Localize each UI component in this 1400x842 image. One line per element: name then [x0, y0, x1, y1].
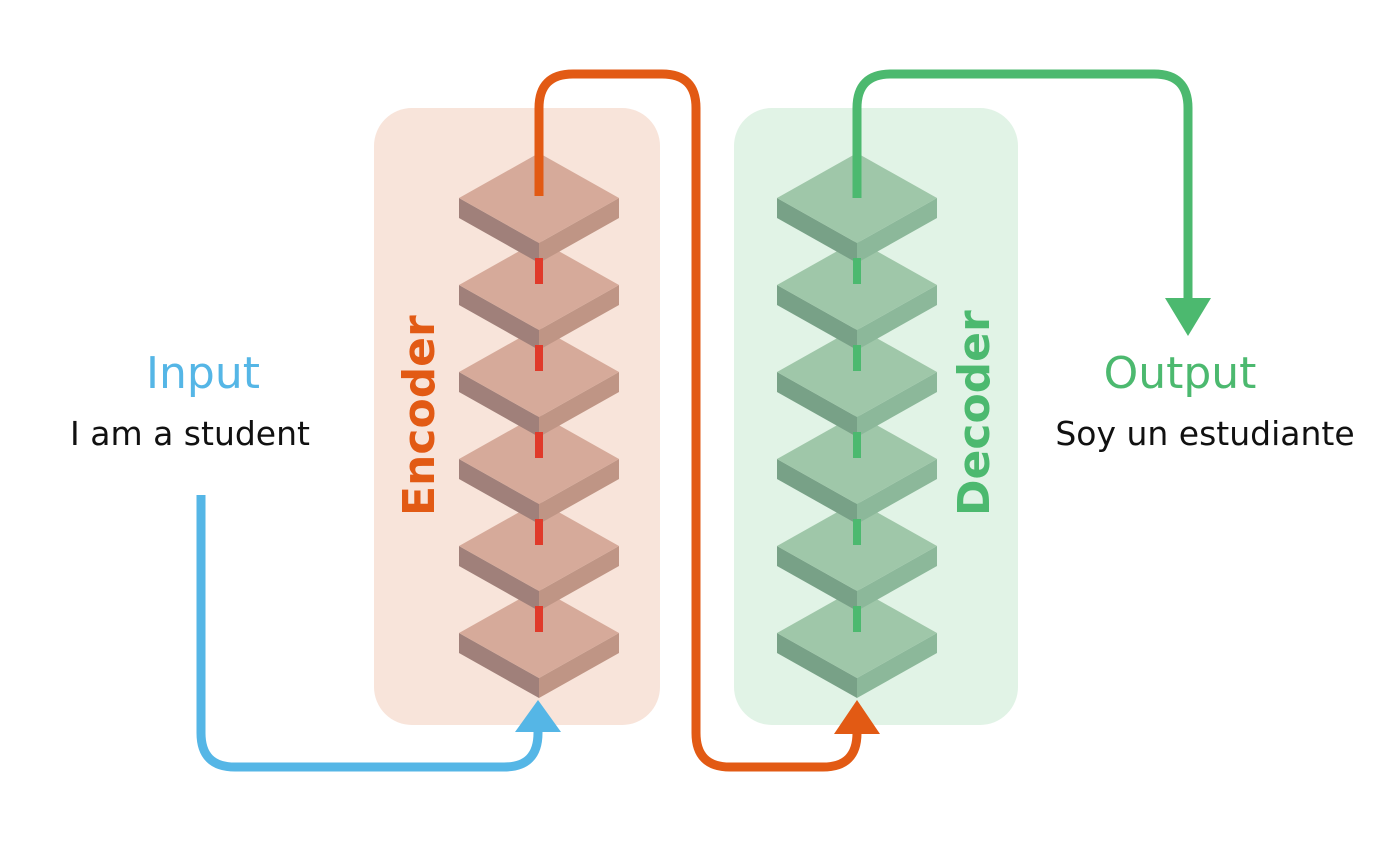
encoder-layer-3 — [459, 327, 619, 437]
output-arrowhead — [1165, 298, 1211, 336]
encoder-layer-right-face — [539, 459, 619, 524]
decoder-layer-4 — [777, 414, 937, 524]
decoder-layer-left-face — [777, 459, 857, 524]
output-title: Output — [1103, 348, 1257, 399]
decoder-layer-2 — [777, 240, 937, 350]
decoder-layer-right-face — [857, 198, 937, 263]
encoder-layer-6 — [459, 588, 619, 698]
decoder-layer-top-face — [777, 588, 937, 678]
decoder-layer-right-face — [857, 285, 937, 350]
encoder-layer-top-face — [459, 240, 619, 330]
decoder-layer-left-face — [777, 285, 857, 350]
encoder-to-decoder-arrowhead — [834, 700, 880, 734]
encoder-layer-connector — [535, 519, 543, 545]
decoder-layer-left-face — [777, 633, 857, 698]
encoder-layer-left-face — [459, 285, 539, 350]
encoder-layer-left-face — [459, 633, 539, 698]
encoder-layer-right-face — [539, 546, 619, 611]
encoder-layer-left-face — [459, 372, 539, 437]
decoder-layer-6 — [777, 588, 937, 698]
encoder-layer-top-face — [459, 414, 619, 504]
input-arrowhead — [515, 700, 561, 732]
decoder-layer-top-face — [777, 240, 937, 330]
decoder-layer-connector — [853, 519, 861, 545]
decoder-layer-1 — [777, 153, 937, 263]
encoder-layer-left-face — [459, 459, 539, 524]
encoder-layer-4 — [459, 414, 619, 524]
decoder-layer-top-face — [777, 501, 937, 591]
encoder-layer-1 — [459, 153, 619, 263]
encoder-layer-right-face — [539, 198, 619, 263]
decoder-layer-connector — [853, 258, 861, 284]
decoder-label: Decoder — [949, 310, 1000, 516]
input-sentence: I am a student — [70, 414, 310, 453]
encoder-layer-right-face — [539, 372, 619, 437]
decoder-layer-left-face — [777, 372, 857, 437]
encoder-layer-left-face — [459, 198, 539, 263]
encoder-layer-connector — [535, 345, 543, 371]
decoder-layer-3 — [777, 327, 937, 437]
encoder-layer-top-face — [459, 588, 619, 678]
output-arrow — [852, 69, 1193, 300]
encoder-layer-5 — [459, 501, 619, 611]
decoder-layer-stack — [777, 153, 937, 698]
encoder-layer-top-face — [459, 153, 619, 243]
input-arrow — [196, 495, 543, 772]
decoder-layer-top-face — [777, 327, 937, 417]
decoder-layer-right-face — [857, 633, 937, 698]
encoder-label: Encoder — [394, 315, 445, 516]
encoder-layer-connector — [535, 432, 543, 458]
encoder-layer-stack — [459, 153, 619, 698]
decoder-layer-top-face — [777, 414, 937, 504]
decoder-layer-right-face — [857, 372, 937, 437]
decoder-layer-left-face — [777, 198, 857, 263]
decoder-layer-connector — [853, 606, 861, 632]
decoder-layer-connector — [853, 345, 861, 371]
decoder-layer-right-face — [857, 459, 937, 524]
encoder-layer-right-face — [539, 633, 619, 698]
decoder-layer-5 — [777, 501, 937, 611]
encoder-layer-right-face — [539, 285, 619, 350]
decoder-layer-connector — [853, 432, 861, 458]
encoder-layer-connector — [535, 258, 543, 284]
encoder-layer-connector — [535, 606, 543, 632]
encoder-layer-top-face — [459, 501, 619, 591]
encoder-layer-left-face — [459, 546, 539, 611]
decoder-layer-right-face — [857, 546, 937, 611]
input-title: Input — [146, 348, 260, 399]
decoder-layer-left-face — [777, 546, 857, 611]
encoder-to-decoder-arrow — [534, 69, 862, 772]
encoder-layer-top-face — [459, 327, 619, 417]
output-sentence: Soy un estudiante — [1055, 414, 1355, 453]
encoder-layer-2 — [459, 240, 619, 350]
